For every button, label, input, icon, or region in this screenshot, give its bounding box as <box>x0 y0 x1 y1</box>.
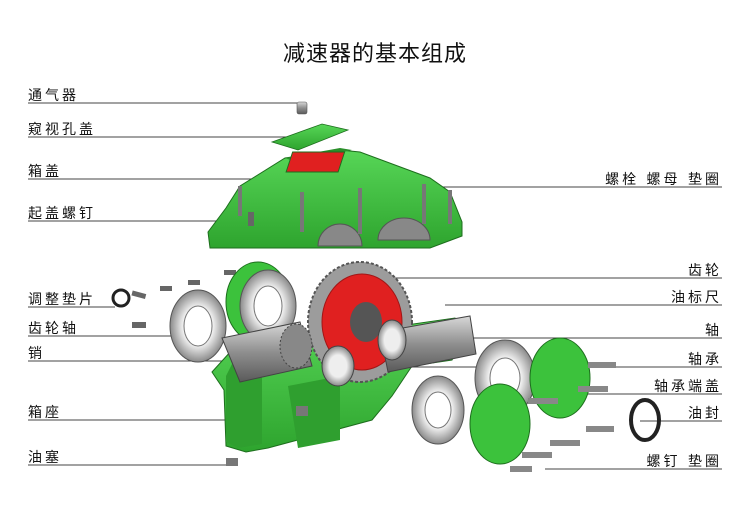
label-jacking-screw: 起盖螺钉 <box>28 206 96 222</box>
label-shaft: 轴 <box>705 323 722 339</box>
label-bolt-nut-washer: 螺栓 螺母 垫圈 <box>605 172 722 188</box>
label-screw-washer: 螺钉 垫圈 <box>646 454 722 470</box>
inspection-cover-part <box>270 123 350 151</box>
gear-shaft-part <box>221 321 355 387</box>
label-breather: 通气器 <box>28 88 79 104</box>
label-pin: 销 <box>28 346 45 362</box>
label-housing-base: 箱座 <box>28 405 62 421</box>
housing-cover-part <box>207 148 463 249</box>
right-bearing-caps-part <box>226 337 661 472</box>
left-bearing-caps-part <box>169 261 297 363</box>
label-housing-cover: 箱盖 <box>28 164 62 180</box>
label-inspection-cover: 窥视孔盖 <box>28 122 96 138</box>
diagram-title: 减速器的基本组成 <box>282 42 467 67</box>
label-dipstick: 油标尺 <box>671 290 722 306</box>
label-adjust-shim: 调整垫片 <box>28 292 96 308</box>
label-oil-plug: 油塞 <box>28 450 62 466</box>
output-shaft-part <box>377 315 477 373</box>
label-bearing: 轴承 <box>688 352 722 368</box>
label-gear: 齿轮 <box>688 263 722 279</box>
label-gear-shaft: 齿轮轴 <box>28 321 79 337</box>
adjust-shim-part <box>111 270 236 328</box>
label-bearing-end-cap: 轴承端盖 <box>654 379 722 395</box>
label-oil-seal: 油封 <box>688 406 722 422</box>
breather-part <box>296 101 308 115</box>
